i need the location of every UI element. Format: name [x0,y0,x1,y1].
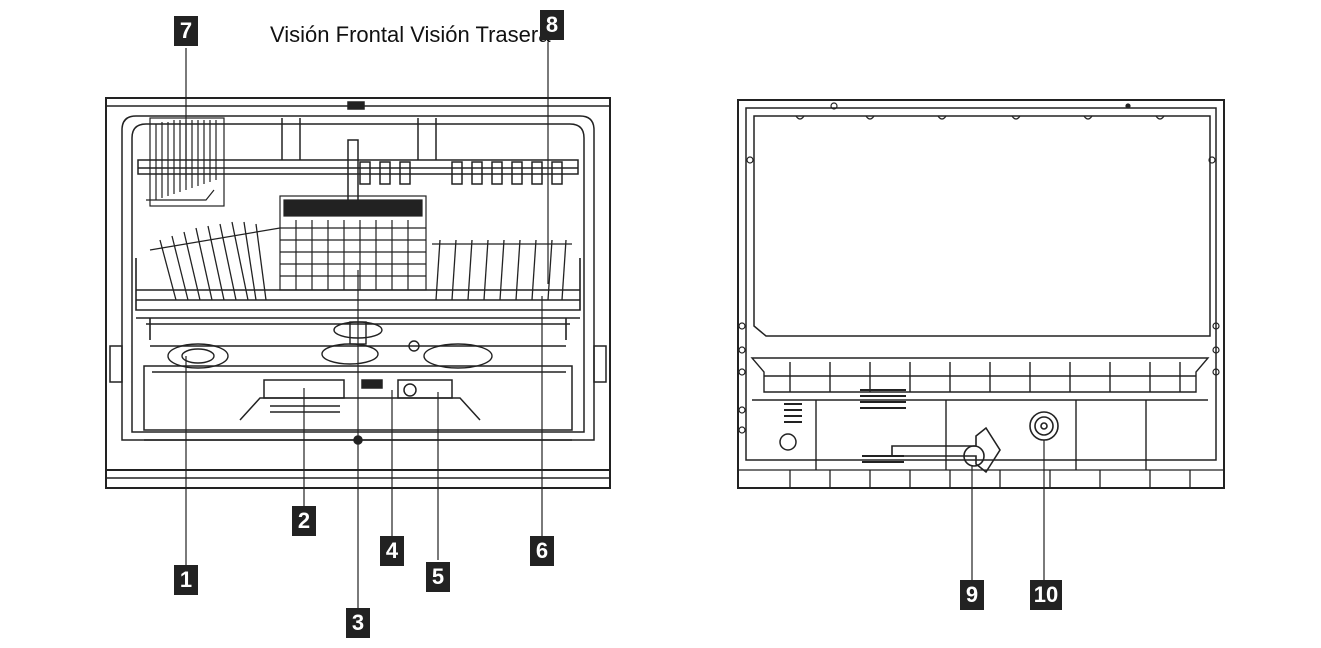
water-inlet [1029,411,1059,441]
drain-hose [891,426,1001,474]
cup-rack [146,117,225,207]
callout-5: 5 [426,562,450,592]
callout-1: 1 [174,565,198,595]
rear-leader-lines [971,440,1045,580]
callout-6: 6 [530,536,554,566]
leader-lines [185,42,549,608]
cutlery-basket [279,195,427,291]
basket-tines [149,221,572,301]
callout-4: 4 [380,536,404,566]
rear-cabinet-outline [737,99,1225,489]
rear-view [737,99,1225,580]
callout-7: 7 [174,16,198,46]
callout-10: 10 [1030,580,1062,610]
callout-8: 8 [540,10,564,40]
left-hinge [109,345,123,383]
front-view [105,42,611,608]
diagram-title: Visión Frontal Visión Trasera [270,22,551,47]
right-hinge [593,345,607,383]
callout-9: 9 [960,580,984,610]
callout-2: 2 [292,506,316,536]
base-pan [750,357,1210,470]
callout-3: 3 [346,608,370,638]
front-tub [121,115,595,441]
